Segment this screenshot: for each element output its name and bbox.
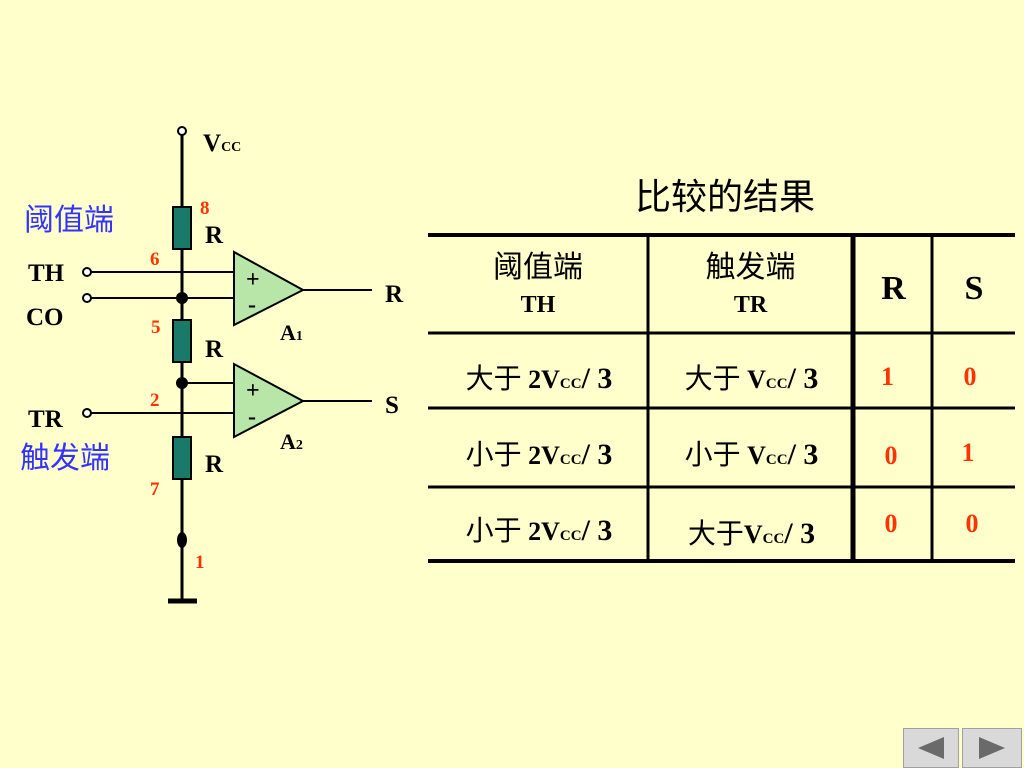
comparator-a2-minus: - (248, 404, 256, 430)
trigger-cn-label: 触发端 (20, 441, 110, 476)
comparator-a2 (233, 362, 306, 439)
comparator-a1-plus: + (246, 267, 260, 293)
triangle-right-icon (979, 737, 1005, 759)
row3-s-value: 0 (965, 509, 979, 538)
header-s: S (964, 270, 984, 307)
comparator-a1 (233, 250, 306, 327)
comparator-a1-minus: - (248, 292, 256, 318)
circuit-diagram: VCC R R R + - R A1 + - S A2 TH CO TR 阈值端… (20, 126, 404, 604)
row1-r-value: 1 (881, 362, 894, 391)
vcc-label: VCC (203, 130, 241, 157)
tr-label: TR (28, 406, 64, 433)
row1-threshold: 大于 2VCC/ 3 (465, 362, 613, 395)
row1-trigger: 大于 VCC/ 3 (684, 362, 819, 395)
comparator-a1-label: A1 (280, 320, 303, 345)
prev-slide-button[interactable] (903, 728, 959, 768)
next-slide-button[interactable] (962, 728, 1022, 768)
pin-number-5: 5 (151, 317, 161, 338)
junction-dot-bottom (177, 532, 187, 548)
pin-number-2: 2 (150, 390, 160, 411)
triangle-left-icon (918, 737, 944, 759)
row3-r-value: 0 (884, 509, 898, 538)
table-title: 比较的结果 (634, 177, 815, 218)
header-trigger: 触发端 TR (648, 242, 853, 319)
r-output-label: R (385, 281, 404, 308)
comparator-a2-plus: + (246, 378, 260, 404)
pin-number-8: 8 (200, 198, 210, 219)
resistor-label-middle: R (205, 336, 224, 363)
row1-s-value: 0 (963, 362, 977, 391)
s-output-label: S (385, 392, 399, 419)
co-terminal (82, 293, 92, 303)
header-threshold-en: TH (520, 292, 556, 318)
th-label: TH (28, 260, 65, 287)
tr-terminal (82, 408, 92, 418)
row2-s-value: 1 (961, 438, 975, 467)
table-grid (428, 233, 1015, 563)
pin-number-1: 1 (195, 552, 205, 573)
row3-threshold: 小于 2VCC/ 3 (465, 514, 613, 547)
threshold-cn-label: 阈值端 (24, 203, 114, 238)
pin-number-6: 6 (150, 249, 160, 270)
th-terminal (82, 267, 92, 277)
resistor-top (172, 206, 192, 250)
resistor-middle (172, 319, 192, 363)
pin-number-7: 7 (150, 479, 160, 500)
row3-trigger: 大于VCC/ 3 (687, 517, 816, 550)
co-label: CO (26, 304, 64, 331)
row2-threshold: 小于 2VCC/ 3 (465, 438, 613, 471)
header-r: R (881, 270, 906, 307)
resistor-label-bottom: R (205, 451, 224, 478)
resistor-label-top: R (205, 222, 224, 249)
header-trigger-en: TR (733, 292, 768, 318)
header-trigger-cn: 触发端 (705, 250, 796, 285)
row2-r-value: 0 (884, 441, 898, 470)
comparator-a2-label: A2 (280, 429, 303, 454)
header-threshold-cn: 阈值端 (493, 250, 583, 285)
header-threshold: 阈值端 TH (430, 242, 646, 319)
row2-trigger: 小于 VCC/ 3 (684, 438, 819, 471)
resistor-bottom (172, 436, 192, 480)
vcc-terminal (177, 126, 187, 136)
